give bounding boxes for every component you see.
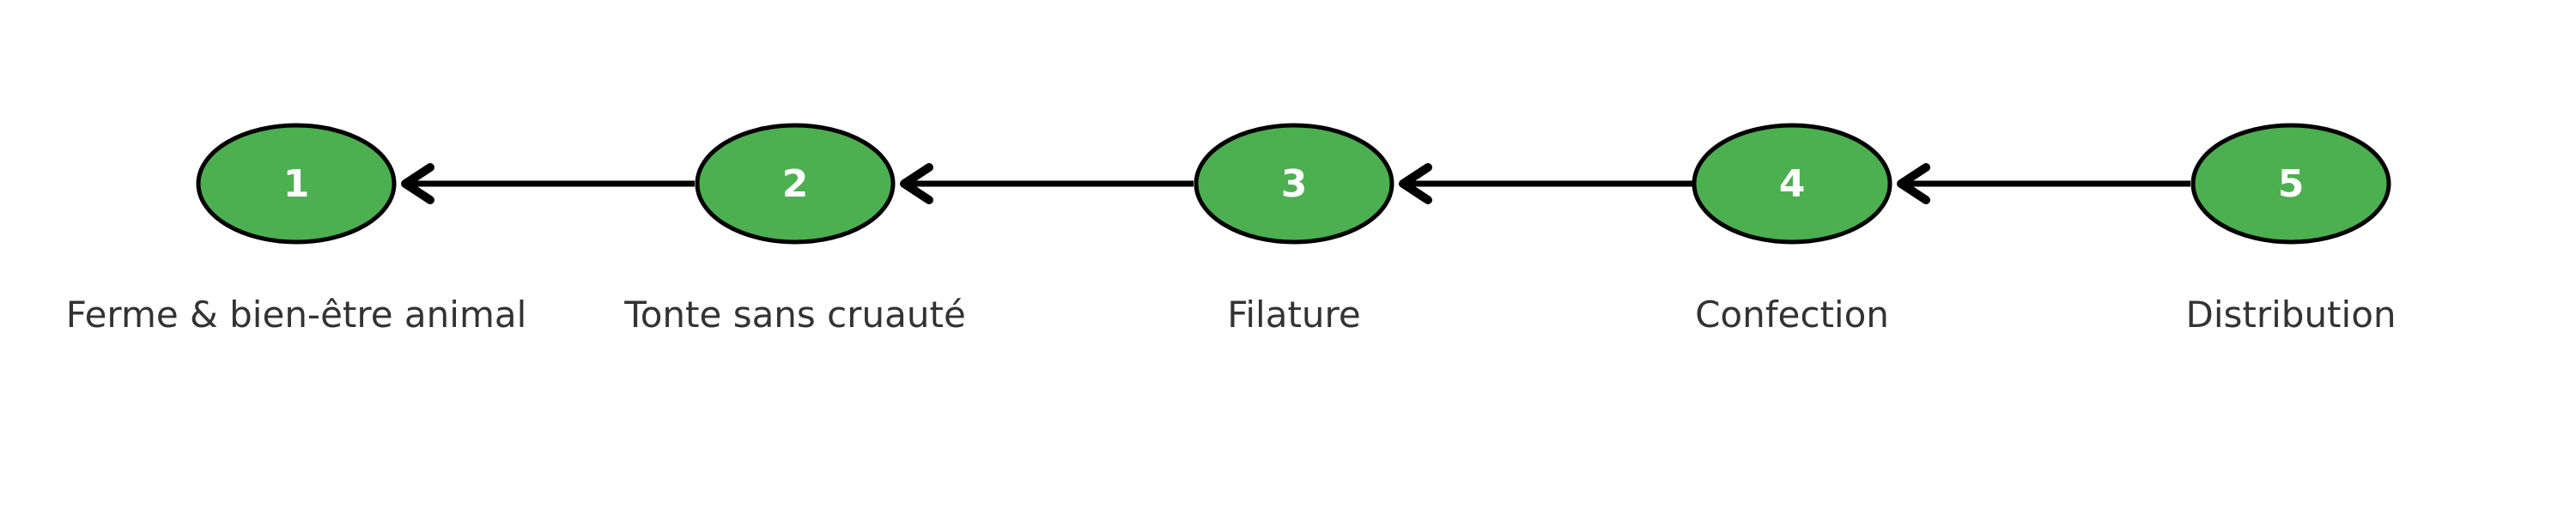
stage-node-2: 2 <box>694 122 896 245</box>
stage-ellipse-2 <box>695 123 896 245</box>
stage-label-2: Tonte sans cruauté <box>624 294 966 336</box>
stage-number-2: 2 <box>781 162 809 206</box>
stage-ellipse-5 <box>2190 123 2391 245</box>
stage-node-3: 3 <box>1193 122 1395 245</box>
stage-node-4: 4 <box>1691 122 1893 245</box>
stage-ellipse-4 <box>1692 123 1893 245</box>
stage-label-3: Filature <box>1227 294 1361 336</box>
stage-number-3: 3 <box>1280 162 1308 206</box>
stage-label-1: Ferme & bien-être animal <box>65 294 527 336</box>
arrow-2-to-1-icon <box>401 163 695 204</box>
stage-number-4: 4 <box>1778 162 1806 206</box>
arrow-3-to-2-icon <box>900 163 1194 204</box>
arrow-4-to-3-icon <box>1399 163 1692 204</box>
stage-label-5: Distribution <box>2185 294 2397 336</box>
stage-number-5: 5 <box>2277 162 2305 206</box>
stage-ellipse-3 <box>1194 123 1394 245</box>
stage-label-4: Confection <box>1695 294 1889 336</box>
stage-node-5: 5 <box>2190 122 2392 245</box>
stage-node-1: 1 <box>195 122 398 245</box>
stage-number-1: 1 <box>283 162 310 206</box>
stage-ellipse-1 <box>196 123 397 245</box>
arrow-5-to-4-icon <box>1897 163 2190 204</box>
